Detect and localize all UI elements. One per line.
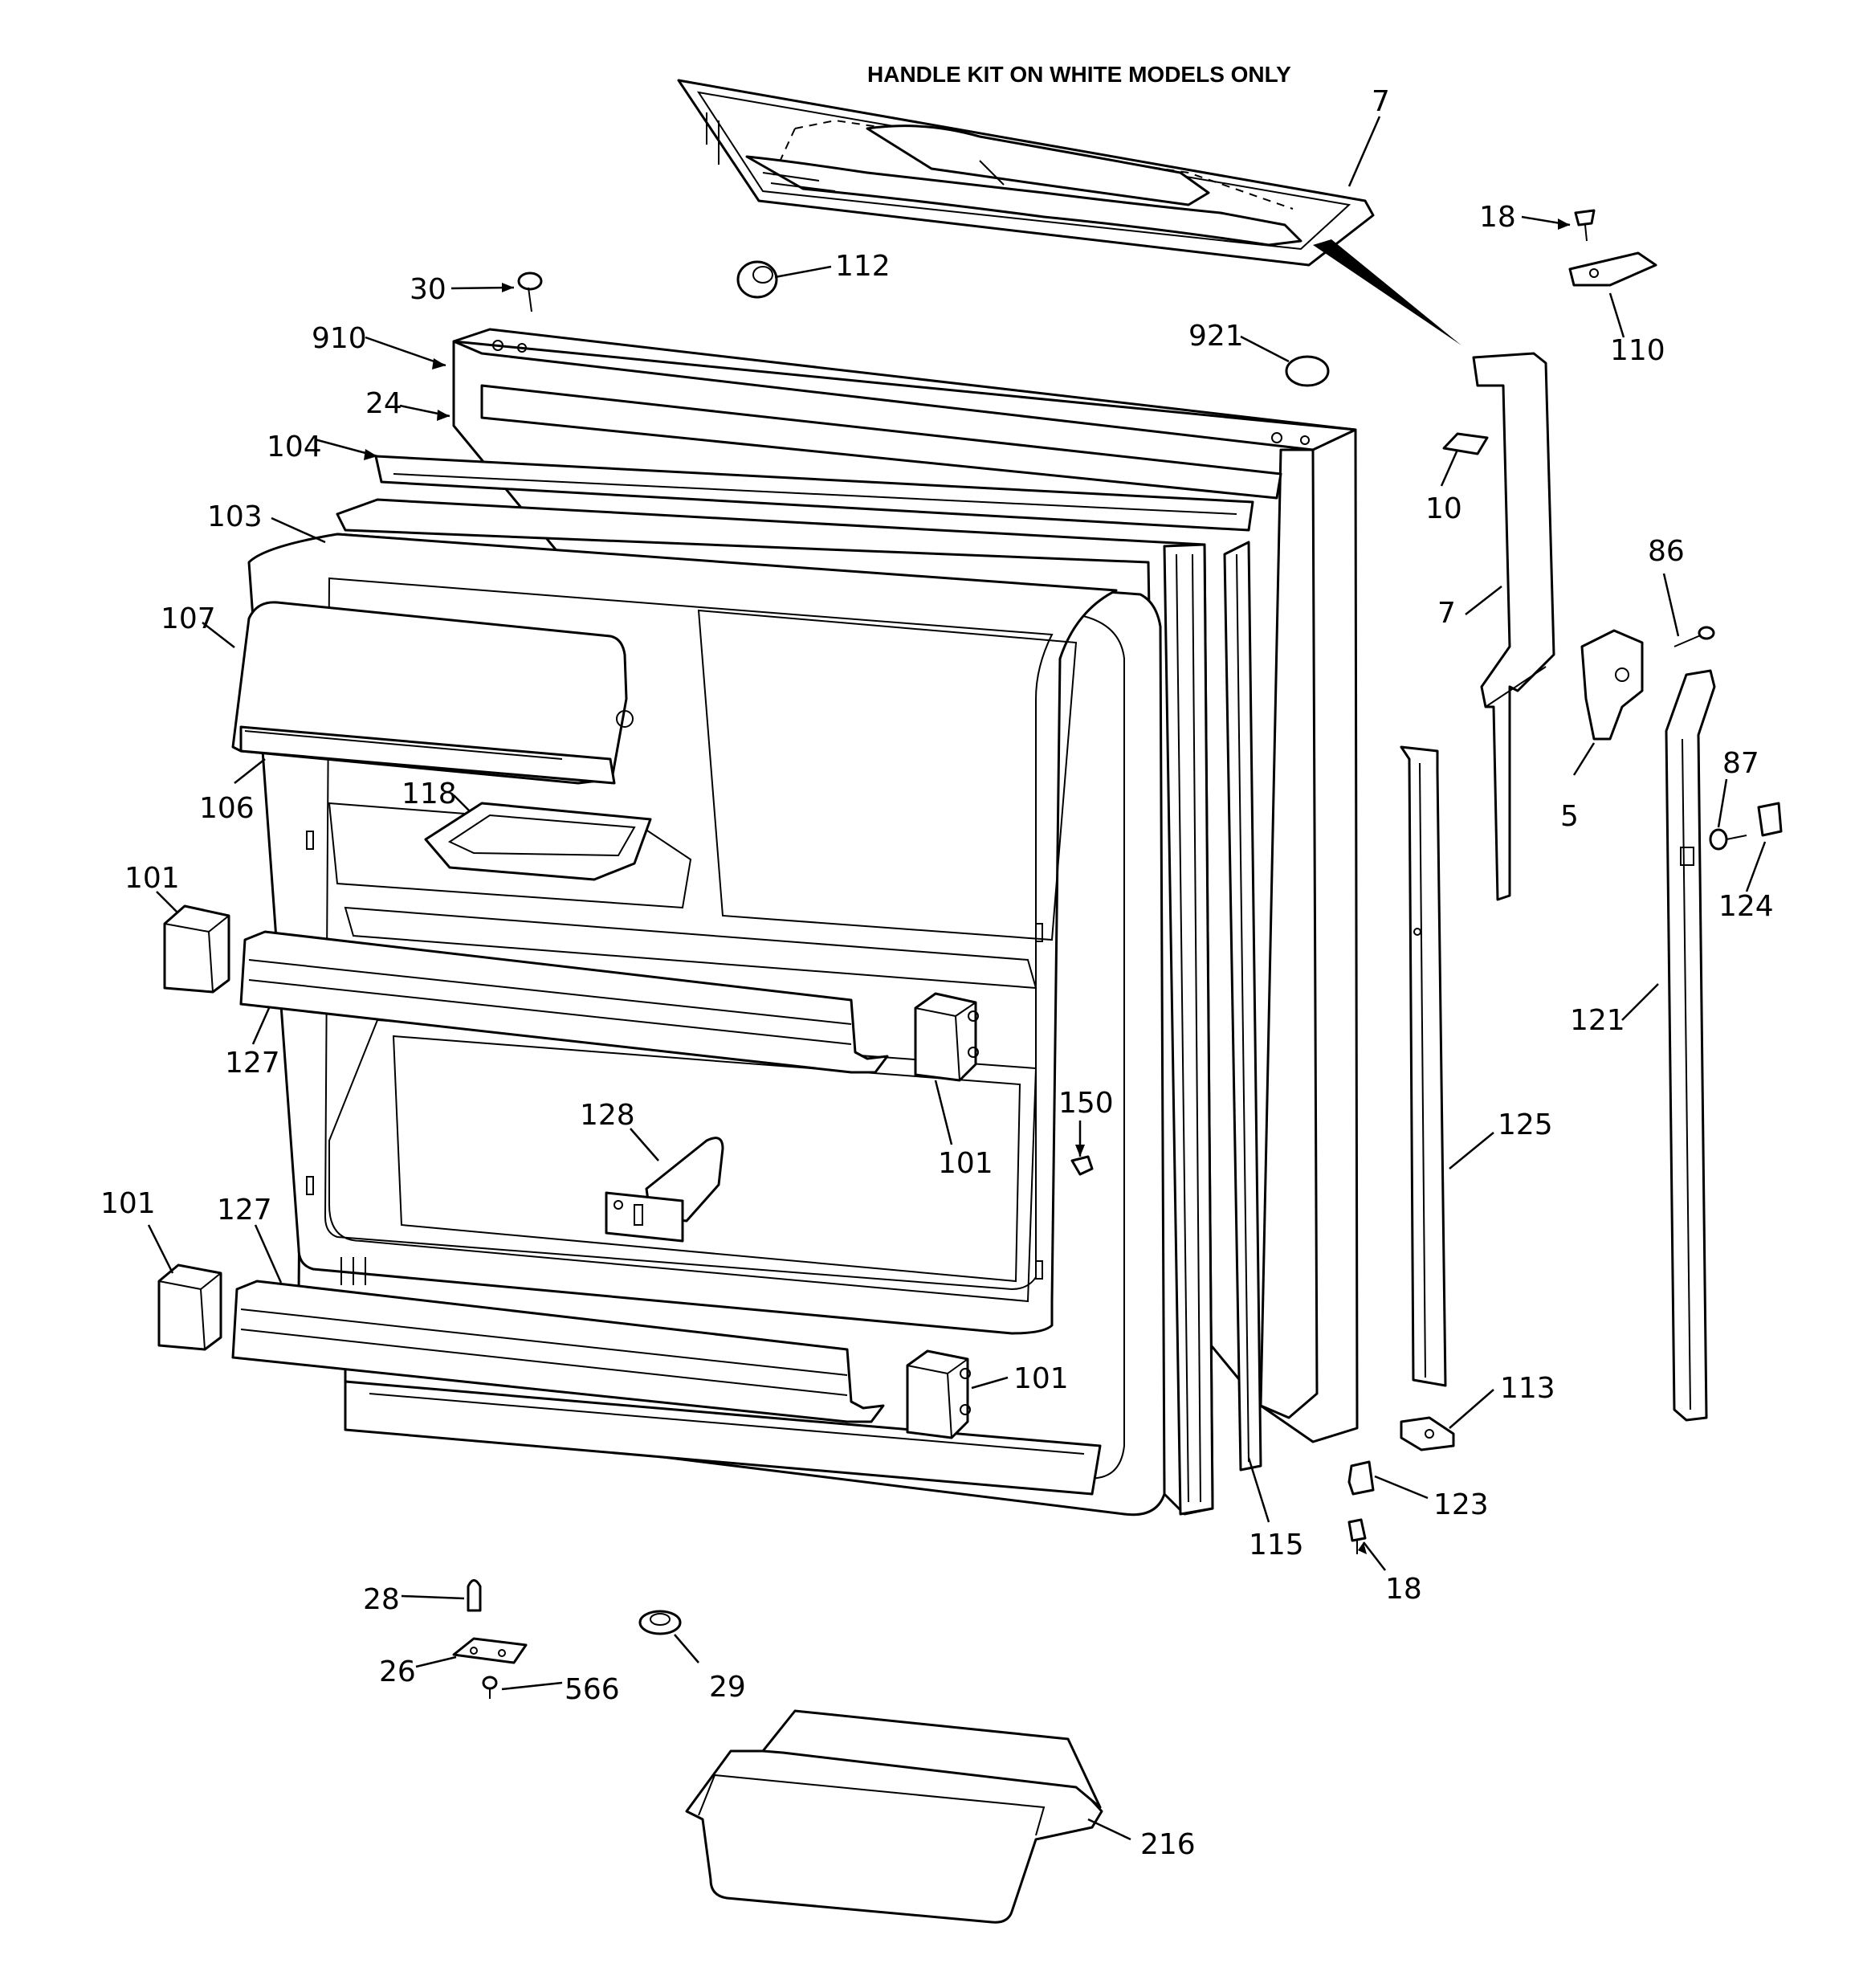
label-125: 125 bbox=[1498, 1108, 1553, 1141]
leader-arrowheads bbox=[364, 218, 1570, 1554]
dairy-tray-118 bbox=[424, 802, 652, 881]
label-101-c: 101 bbox=[100, 1187, 156, 1220]
screw-150 bbox=[1070, 1155, 1094, 1176]
label-566: 566 bbox=[565, 1673, 620, 1706]
shelf-rail-127-upper bbox=[239, 930, 889, 1074]
screw-86 bbox=[1673, 626, 1715, 647]
shelf-rail-127-lower bbox=[231, 1280, 885, 1423]
button-112 bbox=[736, 260, 778, 299]
shelf-end-cap-101-d bbox=[906, 1349, 971, 1439]
divider-128 bbox=[605, 1137, 724, 1243]
grommet-29 bbox=[638, 1610, 682, 1635]
button-921 bbox=[1285, 355, 1330, 387]
bracket-110 bbox=[1568, 251, 1657, 287]
dairy-door-107 bbox=[231, 601, 634, 785]
screw-87 bbox=[1709, 828, 1747, 851]
screw-18-top bbox=[1574, 209, 1596, 242]
screw-30 bbox=[517, 271, 543, 312]
handle-kit-panel bbox=[677, 79, 1375, 267]
bracket-123 bbox=[1347, 1460, 1375, 1496]
label-10: 10 bbox=[1425, 492, 1462, 525]
clip-124 bbox=[1757, 802, 1783, 837]
label-18-bottom: 18 bbox=[1385, 1573, 1422, 1606]
label-7-mid: 7 bbox=[1437, 597, 1456, 630]
label-86: 86 bbox=[1648, 535, 1685, 568]
shelf-end-cap-101-c bbox=[157, 1263, 222, 1351]
label-216: 216 bbox=[1140, 1828, 1196, 1861]
door-gasket-104 bbox=[374, 455, 1254, 532]
label-115: 115 bbox=[1249, 1529, 1304, 1561]
label-910: 910 bbox=[312, 322, 367, 355]
label-101-a: 101 bbox=[124, 862, 180, 895]
label-5: 5 bbox=[1560, 800, 1579, 833]
handle-kit-indicator-arrow bbox=[1313, 239, 1461, 345]
shelf-end-cap-101-a bbox=[163, 904, 230, 994]
screw-566 bbox=[482, 1676, 498, 1699]
shelf-end-cap-101-b bbox=[914, 992, 979, 1082]
label-101-b: 101 bbox=[938, 1147, 993, 1180]
label-112: 112 bbox=[835, 250, 891, 283]
label-118: 118 bbox=[402, 778, 457, 810]
label-128: 128 bbox=[580, 1099, 635, 1132]
label-110: 110 bbox=[1610, 334, 1665, 367]
plate-26 bbox=[452, 1637, 528, 1664]
clip-10 bbox=[1442, 432, 1489, 455]
label-127-b: 127 bbox=[217, 1194, 272, 1227]
label-123: 123 bbox=[1433, 1488, 1489, 1521]
label-24: 24 bbox=[365, 387, 402, 420]
label-124: 124 bbox=[1718, 890, 1774, 923]
pin-28 bbox=[467, 1579, 482, 1612]
label-7-top: 7 bbox=[1372, 85, 1390, 118]
label-87: 87 bbox=[1722, 747, 1759, 780]
part-labels: 7 18 110 112 30 921 910 24 104 10 103 86… bbox=[100, 85, 1774, 1861]
label-921: 921 bbox=[1188, 320, 1244, 353]
label-113: 113 bbox=[1500, 1372, 1555, 1405]
door-bin-216 bbox=[685, 1709, 1103, 1924]
label-106: 106 bbox=[199, 792, 255, 825]
door-inner-frame-103 bbox=[336, 498, 1214, 1516]
label-30: 30 bbox=[410, 273, 446, 306]
leader-lines bbox=[147, 116, 1767, 1841]
screw-18-bottom bbox=[1347, 1518, 1367, 1554]
label-127-a: 127 bbox=[225, 1047, 280, 1080]
hinge-cover-125 bbox=[1400, 745, 1447, 1387]
handle-kit-note: HANDLE KIT ON WHITE MODELS ONLY bbox=[867, 62, 1291, 87]
label-103: 103 bbox=[207, 500, 263, 533]
label-18-top: 18 bbox=[1479, 201, 1516, 234]
label-107: 107 bbox=[161, 602, 216, 635]
label-29: 29 bbox=[709, 1671, 746, 1704]
label-150: 150 bbox=[1058, 1087, 1114, 1120]
cap-113 bbox=[1400, 1416, 1455, 1451]
hinge-5 bbox=[1580, 629, 1644, 741]
handle-trim-121 bbox=[1665, 669, 1716, 1422]
label-104: 104 bbox=[267, 431, 322, 463]
handle-7 bbox=[1472, 352, 1555, 901]
label-28: 28 bbox=[363, 1583, 400, 1616]
label-26: 26 bbox=[379, 1655, 416, 1688]
label-121: 121 bbox=[1570, 1004, 1625, 1037]
door-liner-breaker-115 bbox=[1223, 541, 1262, 1472]
label-101-d: 101 bbox=[1013, 1362, 1069, 1395]
